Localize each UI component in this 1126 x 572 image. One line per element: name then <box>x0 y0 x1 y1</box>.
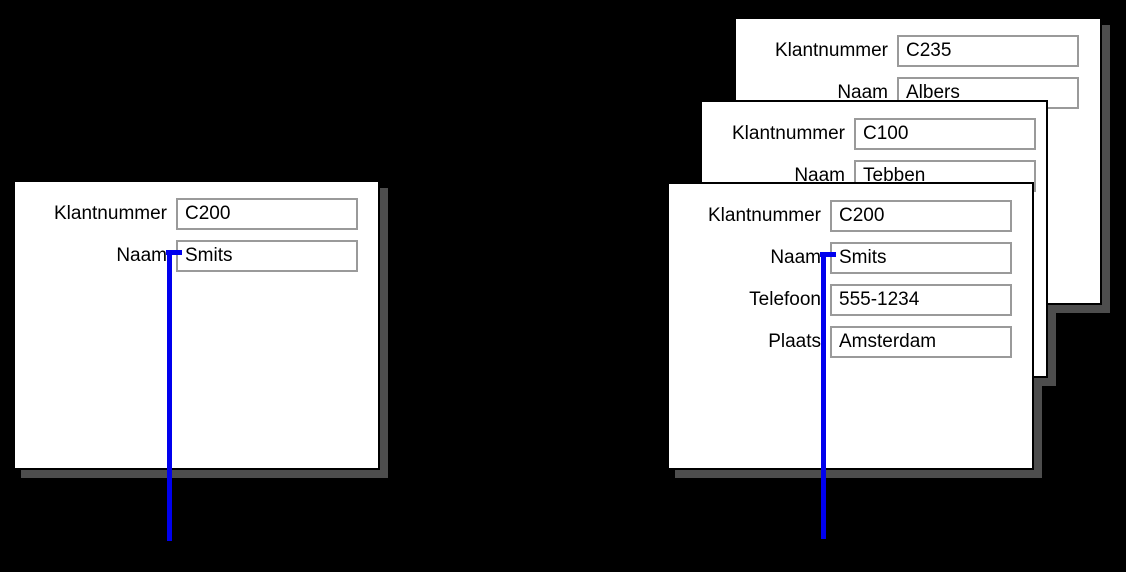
field-label-klantnummer: Klantnummer <box>732 123 845 144</box>
field-input-plaats[interactable]: Amsterdam <box>830 326 1012 358</box>
field-label-klantnummer: Klantnummer <box>54 203 167 224</box>
field-row-klantnummer: Klantnummer C100 <box>702 118 1046 150</box>
field-label-naam: Naam <box>794 165 845 186</box>
field-row-plaats: Plaats Amsterdam <box>669 326 1032 358</box>
field-input-telefoon[interactable]: 555-1234 <box>830 284 1012 316</box>
field-label-naam: Naam <box>770 247 821 268</box>
field-label-telefoon: Telefoon <box>749 289 821 310</box>
field-row-naam: Naam Smits <box>669 242 1032 274</box>
right-front-record-card[interactable]: Klantnummer C200 Naam Smits Telefoon 555… <box>667 182 1034 470</box>
field-row-klantnummer: Klantnummer C200 <box>15 198 378 230</box>
back-card-fields: Klantnummer C235 Naam Albers <box>736 19 1100 119</box>
field-row-naam: Naam Smits <box>15 240 378 272</box>
field-label-naam: Naam <box>116 245 167 266</box>
field-row-klantnummer: Klantnummer C200 <box>669 200 1032 232</box>
field-input-naam[interactable]: Smits <box>176 240 358 272</box>
field-input-klantnummer[interactable]: C100 <box>854 118 1036 150</box>
field-label-klantnummer: Klantnummer <box>775 40 888 61</box>
front-card-fields: Klantnummer C200 Naam Smits Telefoon 555… <box>669 184 1032 368</box>
left-card-fields: Klantnummer C200 Naam Smits <box>15 182 378 282</box>
field-input-klantnummer[interactable]: C200 <box>830 200 1012 232</box>
field-input-klantnummer[interactable]: C235 <box>897 35 1079 67</box>
left-record-card[interactable]: Klantnummer C200 Naam Smits <box>13 180 380 470</box>
field-label-naam: Naam <box>837 82 888 103</box>
field-label-klantnummer: Klantnummer <box>708 205 821 226</box>
field-input-klantnummer[interactable]: C200 <box>176 198 358 230</box>
field-input-naam[interactable]: Smits <box>830 242 1012 274</box>
field-label-plaats: Plaats <box>768 331 821 352</box>
field-row-telefoon: Telefoon 555-1234 <box>669 284 1032 316</box>
field-row-klantnummer: Klantnummer C235 <box>736 35 1100 67</box>
